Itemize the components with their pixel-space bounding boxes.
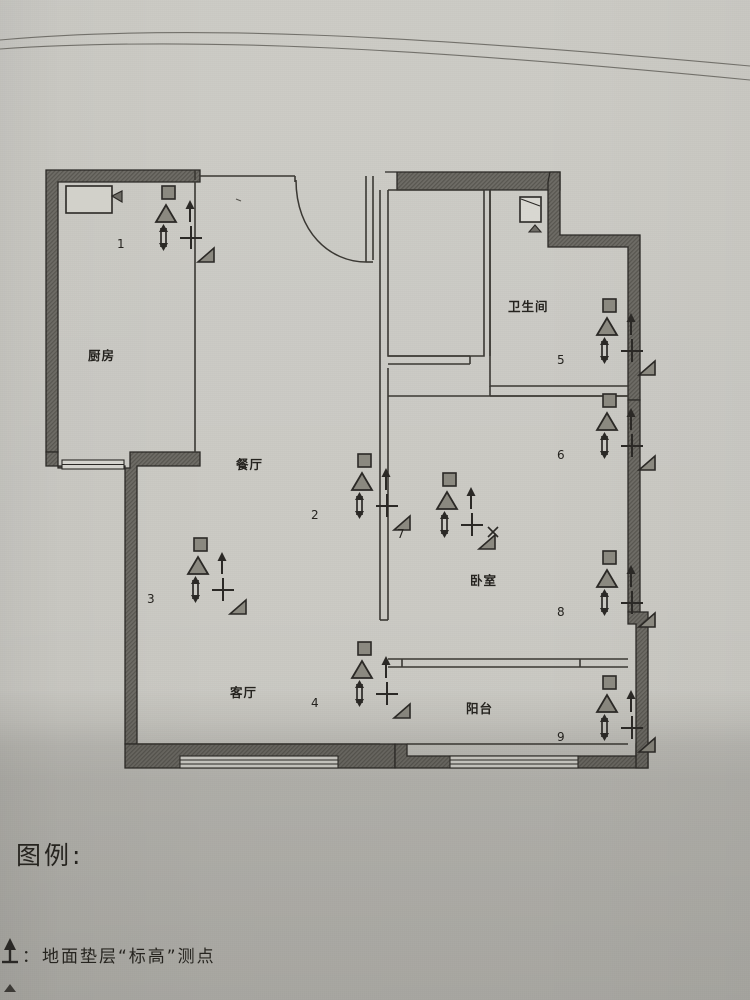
- window-kitchen: [61, 459, 125, 470]
- bedroom-x-mark-icon: [487, 526, 499, 538]
- entrance-door: [295, 179, 367, 263]
- legend-elevation-arrow-icon: [2, 938, 18, 992]
- interior-partitions: [137, 170, 628, 745]
- measurement-point-number-2: 2: [311, 508, 319, 522]
- window-living-room: [179, 755, 339, 769]
- room-label-living: 客厅: [230, 685, 258, 700]
- bathroom-direction-triangle-icon: [527, 224, 543, 233]
- room-label-bedroom: 卧室: [470, 573, 498, 588]
- measurement-point-number-5: 5: [557, 353, 565, 367]
- legend-entry-separator: ：: [22, 947, 41, 967]
- kitchen-counter-fixture: [65, 185, 113, 214]
- kitchen-direction-triangle-icon: [110, 190, 123, 204]
- stray-pencil-mark: [235, 198, 242, 202]
- room-label-dining: 餐厅: [236, 457, 264, 472]
- measurement-cluster-3: [187, 537, 247, 615]
- measurement-point-number-9: 9: [557, 730, 565, 744]
- measurement-point-number-3: 3: [147, 592, 155, 606]
- legend-entry-text: 地面垫层“标高”测点: [42, 947, 216, 967]
- measurement-cluster-4: [351, 641, 411, 719]
- measurement-cluster-5: [596, 298, 656, 376]
- measurement-point-number-7: 7: [397, 527, 405, 541]
- measurement-point-number-1: 1: [117, 237, 125, 251]
- window-balcony: [449, 755, 579, 769]
- room-label-balcony: 阳台: [466, 701, 494, 716]
- measurement-point-number-4: 4: [311, 696, 319, 710]
- measurement-cluster-7: [436, 472, 496, 550]
- measurement-cluster-1: [155, 185, 215, 263]
- wall-windows: [61, 459, 579, 769]
- measurement-cluster-2: [351, 453, 411, 531]
- legend-title: 图例:: [16, 841, 84, 870]
- measurement-point-number-8: 8: [557, 605, 565, 619]
- room-label-bathroom: 卫生间: [508, 299, 549, 314]
- page-fold-lines: [0, 31, 750, 81]
- measurement-cluster-6: [596, 393, 656, 471]
- room-label-kitchen: 厨房: [88, 348, 116, 363]
- bathroom-window-fixture: [519, 196, 542, 223]
- measurement-point-number-6: 6: [557, 448, 565, 462]
